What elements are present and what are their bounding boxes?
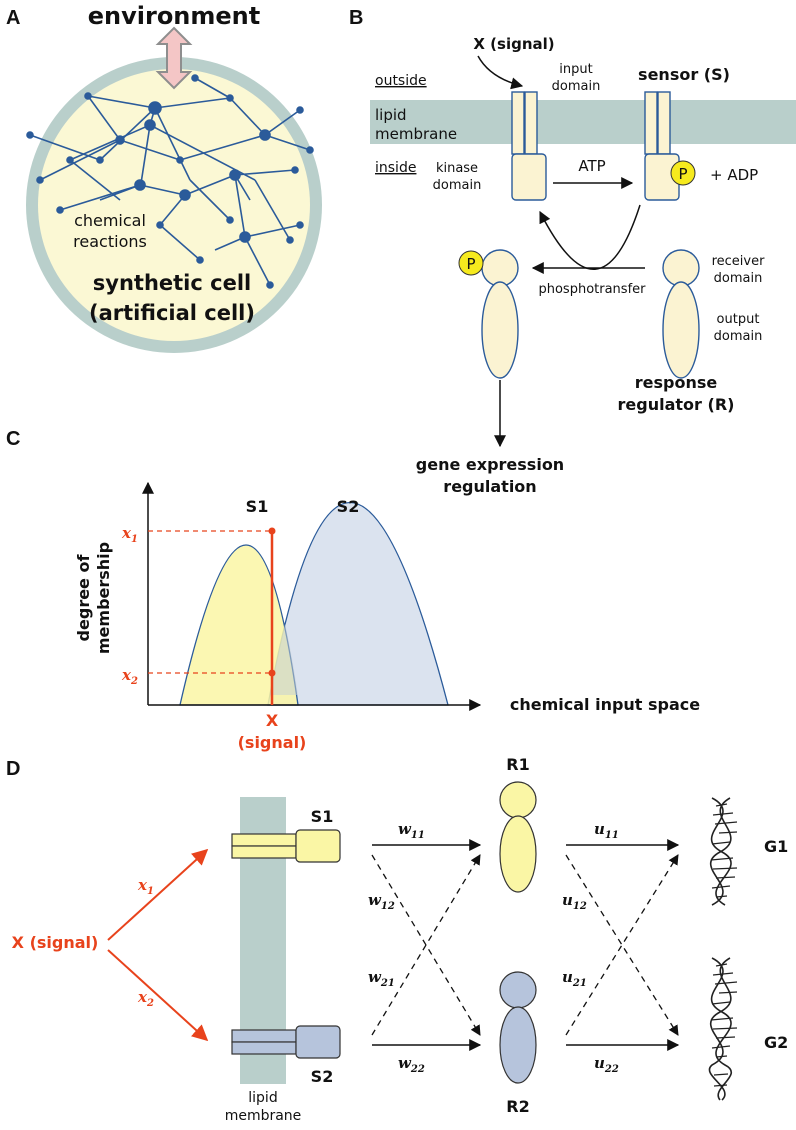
gene-expression-label-2: regulation xyxy=(443,477,536,496)
gene-expression-label-1: gene expression xyxy=(416,455,564,474)
dna-g1-icon xyxy=(709,797,738,906)
regulator-r2 xyxy=(499,971,537,1084)
input-domain-label-1: input xyxy=(559,62,592,77)
sensor-phosphorylated xyxy=(644,91,680,201)
synthetic-cell-title-1: synthetic cell xyxy=(93,271,251,295)
y-axis-label: degree of membership xyxy=(74,542,113,654)
sensor-label: sensor (S) xyxy=(638,65,730,84)
exchange-arrow-icon xyxy=(155,26,193,90)
x1-point xyxy=(268,527,276,535)
sensor-unphosphorylated xyxy=(511,91,547,201)
response-regulator-label-2: regulator (R) xyxy=(618,395,735,414)
regulator-phospho-label: P xyxy=(466,255,475,273)
lipid-membrane-band xyxy=(370,100,796,144)
r2-label: R2 xyxy=(506,1097,529,1116)
response-regulator-phosphorylated xyxy=(481,249,519,379)
s1-curve-label: S1 xyxy=(246,497,269,516)
u21-label: u21 xyxy=(562,968,587,989)
sensor-s1 xyxy=(231,829,341,863)
sensor-phospho-dot xyxy=(670,160,696,186)
chemical-reactions-label-2: reactions xyxy=(73,232,147,251)
receiver-domain-label-2: domain xyxy=(714,271,763,286)
reaction-network xyxy=(26,74,314,289)
response-regulator-label-1: response xyxy=(635,373,718,392)
synthetic-cell-title-2: (artificial cell) xyxy=(89,301,255,325)
atp-label: ATP xyxy=(578,157,605,175)
response-regulator xyxy=(662,249,700,379)
synthetic-cell-interior xyxy=(38,69,310,341)
input-domain-label-2: domain xyxy=(552,79,601,94)
sensor-s2 xyxy=(231,1025,341,1059)
u12-arrow xyxy=(565,854,679,1036)
adp-label: + ADP xyxy=(710,166,758,184)
phosphotransfer-label: phosphotransfer xyxy=(538,282,646,297)
panel-d: D X (signal) x1 x2 lipid membrane S1 S2 … xyxy=(6,755,788,1124)
receiver-domain-label-1: receiver xyxy=(712,254,766,269)
signal-label: X (signal) xyxy=(473,35,554,53)
dna-g2-icon xyxy=(708,957,738,1101)
w12-label: w12 xyxy=(368,891,395,912)
r1-label: R1 xyxy=(506,755,529,774)
y-axis-label-1: degree of xyxy=(74,554,93,642)
x-axis-label: chemical input space xyxy=(510,695,700,714)
signal-x-label: X xyxy=(266,711,279,730)
signal-sub-label: (signal) xyxy=(238,733,307,752)
lipid-membrane-label-1: lipid xyxy=(375,106,407,124)
kinase-domain-label-1: kinase xyxy=(436,161,478,176)
x2-arrow xyxy=(107,949,209,1042)
u12-label: u12 xyxy=(562,891,587,912)
panel-label-a: A xyxy=(6,7,20,29)
kinase-domain-label-2: domain xyxy=(433,178,482,193)
u22-label: u22 xyxy=(594,1054,619,1075)
s2-label: S2 xyxy=(311,1067,334,1086)
g2-label: G2 xyxy=(764,1033,788,1052)
signal-arrow xyxy=(477,55,524,90)
outside-label: outside xyxy=(375,73,427,89)
w11-label: w11 xyxy=(398,820,425,841)
regulator-phospho-dot xyxy=(458,250,484,276)
y-axis-label-2: membership xyxy=(94,542,113,654)
w21-label: w21 xyxy=(368,968,395,989)
w22-label: w22 xyxy=(398,1054,425,1075)
x1-weight-label: x1 xyxy=(137,876,154,897)
panel-a: A environment xyxy=(6,2,322,353)
panel-label-d: D xyxy=(6,758,20,780)
x1-label: x1 xyxy=(121,524,138,545)
x1-arrow xyxy=(107,848,209,941)
output-domain-label-2: domain xyxy=(714,329,763,344)
panel-c: C S1 S2 x1 x2 X (signal) chemical input … xyxy=(6,428,700,752)
inside-label: inside xyxy=(375,160,416,176)
panel-label-c: C xyxy=(6,428,20,450)
membrane-label-2: membrane xyxy=(225,1108,302,1124)
s2-curve-label: S2 xyxy=(337,497,360,516)
panel-b: B outside lipid membrane inside X (signa… xyxy=(349,7,796,496)
u21-arrow xyxy=(565,854,679,1036)
x2-label: x2 xyxy=(121,666,138,687)
g1-label: G1 xyxy=(764,837,788,856)
sensor-phospho-label: P xyxy=(678,165,687,183)
u11-label: u11 xyxy=(594,820,619,841)
lipid-membrane-label-2: membrane xyxy=(375,125,457,143)
x2-weight-label: x2 xyxy=(137,988,154,1009)
phosphotransfer-curve xyxy=(539,204,641,270)
s1-label: S1 xyxy=(311,807,334,826)
environment-label: environment xyxy=(88,2,261,30)
signal-input-label: X (signal) xyxy=(12,933,99,952)
output-domain-label-1: output xyxy=(717,312,760,327)
regulator-r1 xyxy=(499,781,537,893)
x2-point xyxy=(268,669,276,677)
membrane-label-1: lipid xyxy=(248,1090,277,1106)
chemical-reactions-label-1: chemical xyxy=(74,211,146,230)
panel-label-b: B xyxy=(349,7,363,29)
w21-arrow xyxy=(371,854,481,1036)
membership-curve-s2 xyxy=(267,502,449,706)
